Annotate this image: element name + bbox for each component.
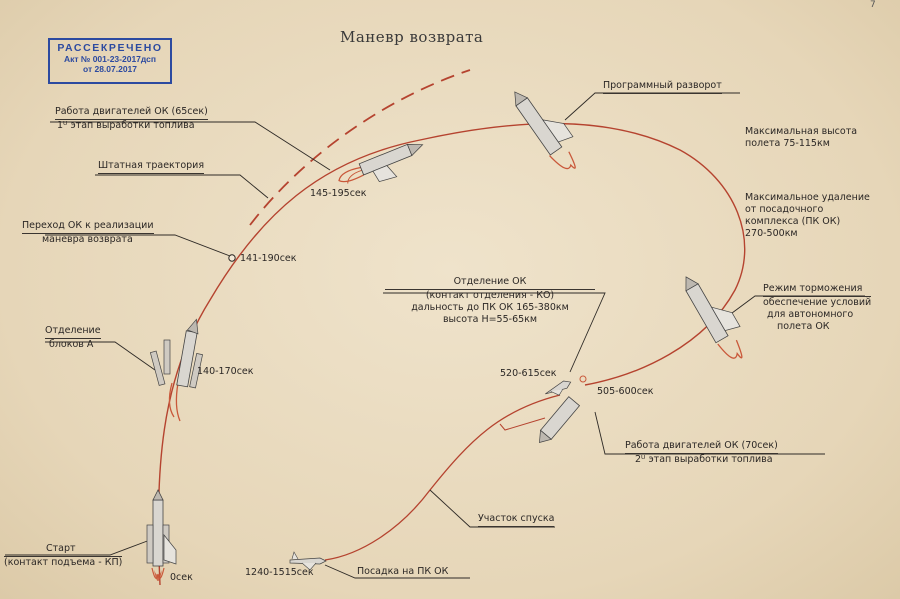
transition-label: Переход ОК к реализации маневра возврата [22,220,154,246]
stamp-line-1: РАССЕКРЕЧЕНО [57,42,163,54]
descent-label: Участок спуска [478,513,555,527]
leader-descent [429,489,555,528]
time-engines2: 505-600сек [597,386,654,397]
landed-orbiter-icon [289,551,327,571]
landing-text: Посадка на ПК ОК [357,566,449,577]
leader-landing [324,564,470,579]
max-distance-line-b: от посадочного [745,204,824,215]
braking-line-a: Режим торможения [763,283,872,297]
max-distance-line-c: комплекса (ПК ОК) [745,216,841,227]
return-trajectory-line [157,122,746,586]
nominal-trajectory-text: Штатная траектория [98,160,205,174]
braking-line-b: обеспечение условий [763,297,872,308]
program-turn-label: Программный разворот [603,80,722,94]
descent-trajectory-line [324,394,561,561]
leader-transition [45,234,231,257]
orbiter-engine-burn-icon [338,143,424,184]
leader-ok-sep [383,292,606,373]
stamp-line-2: Акт № 001-23-2017дсп [63,54,157,64]
transition-line-a: Переход ОК к реализации [22,220,154,234]
separation-label: Отделение блоков А [45,325,101,351]
engines1-line-b: 1ᵁ этап выработки топлива [57,120,195,131]
ok-separation-line-d: высота H=55-65км [442,314,538,325]
separation-line-a: Отделение [45,325,101,339]
nominal-trajectory-dashed [249,69,471,226]
leader-start [5,539,151,556]
leader-separation [45,341,156,371]
ok-separation-line-a: Отделение ОК [385,276,595,290]
start-line-b: (контакт подъема - КП) [4,557,123,568]
page-number: 7 [870,0,876,10]
orbiter-braking-icon [685,276,743,359]
rocket-at-start-icon [146,489,177,581]
engines2-label: Работа двигателей ОК (70сек) 2ᵁ этап выр… [625,440,778,466]
leader-program-turn [564,92,740,121]
engines2-line-a: Работа двигателей ОК (70сек) [625,440,778,454]
booster-separation-icon [149,318,203,422]
time-separation: 140-170сек [197,366,254,377]
start-label: Старт (контакт подъема - КП) [4,543,123,569]
max-distance-line-a: Максимальное удаление [745,192,870,203]
descent-bracket [499,417,546,431]
descent-text: Участок спуска [478,513,555,527]
spent-tank-icon [539,396,581,443]
leader-engines2 [594,411,825,455]
start-line-a: Старт [4,543,123,557]
leader-engines1 [50,121,331,171]
orbiter-program-turn-icon [514,91,576,170]
transition-line-b: маневра возврата [42,234,133,245]
stamp-line-3: от 28.07.2017 [82,64,138,74]
engines1-line-a: Работа двигателей ОК (65сек) [55,106,208,120]
max-altitude-line-b: полета 75-115км [745,138,830,149]
time-ok-separation: 520-615сек [500,368,557,379]
diagram-title: Маневр возврата [340,28,484,46]
separation-line-b: блоков А [49,339,94,350]
landing-label: Посадка на ПК ОК [357,566,448,578]
time-landing: 1240-1515сек [245,567,314,578]
engines2-line-b: 2ᵁ этап выработки топлива [635,454,773,465]
ok-separation-line-b: (контакт отделения - КО) [425,290,555,301]
braking-label: Режим торможения обеспечение условий для… [763,283,872,333]
time-transition: 141-190сек [240,253,297,264]
time-start: 0сек [170,572,193,583]
orbiter-separated-icon [545,380,572,396]
engines1-label: Работа двигателей ОК (65сек) 1ᵁ этап выр… [55,106,208,132]
max-distance-line-d: 270-500км [745,228,798,239]
braking-line-d: полета ОК [777,321,830,332]
max-distance-label: Максимальное удаление от посадочного ком… [745,192,870,240]
max-altitude-line-a: Максимальная высота [745,126,858,137]
max-altitude-label: Максимальная высота полета 75-115км [745,126,857,150]
separation-flash-icon [579,375,587,383]
time-engines1: 145-195сек [310,188,367,199]
ok-separation-label: Отделение ОК (контакт отделения - КО) да… [385,276,595,326]
declassified-stamp: РАССЕКРЕЧЕНО Акт № 001-23-2017дсп от 28.… [48,38,172,84]
ok-separation-line-c: дальность до ПК ОК 165-380км [411,302,569,313]
leader-nominal [95,174,269,199]
nominal-trajectory-label: Штатная траектория [98,160,205,174]
braking-line-c: для автономного [767,309,854,320]
transition-point-marker [228,254,236,262]
program-turn-text: Программный разворот [603,80,722,94]
